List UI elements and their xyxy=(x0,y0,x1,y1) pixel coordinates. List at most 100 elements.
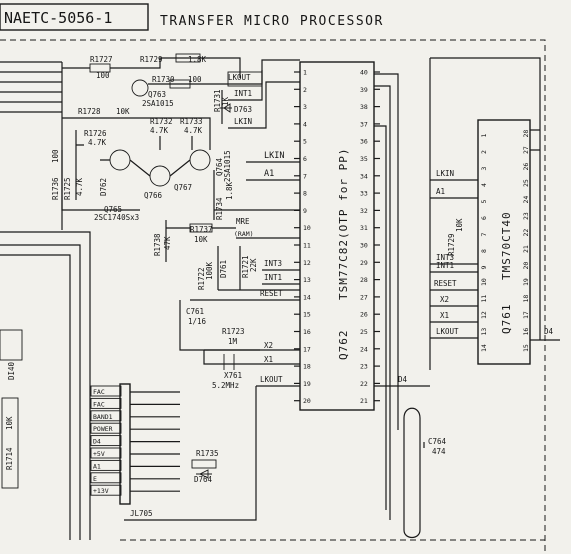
ic-q762-left-pin-13: 13 xyxy=(303,276,311,284)
r1726-value: 4.7K xyxy=(88,138,107,147)
r1714-label: R1714 xyxy=(5,447,14,470)
ic-q762-right-pin-24: 24 xyxy=(360,345,368,353)
connector-pin-box xyxy=(90,484,122,496)
q761-int3: INT3 xyxy=(436,253,454,262)
connector-pin-label: D4 xyxy=(93,438,101,446)
x761-value: 5.2MHz xyxy=(212,381,239,390)
ic-q762-right-pin-26: 26 xyxy=(360,311,368,319)
ic-q761-bottom-pin-7: 7 xyxy=(480,233,488,237)
ic-q761-top-pin-25: 25 xyxy=(522,179,530,187)
ic-q761-top-pin-28: 28 xyxy=(522,130,530,138)
net-lkout: LKOUT xyxy=(260,375,283,384)
connector-pin-label: POWER xyxy=(93,425,113,433)
r1729b-ref: R1729 xyxy=(447,233,456,256)
ic-q761-bottom-pin-9: 9 xyxy=(480,266,488,270)
ic-q762-left-pin-15: 15 xyxy=(303,311,311,319)
ic-q762-right-pin-31: 31 xyxy=(360,224,368,232)
r1738-ref: R1738 xyxy=(153,233,162,256)
d764-ref: D764 xyxy=(194,475,213,484)
q762-left-nets: LKIN A1 MRE (RAM) R1722 100K D761 R1721 … xyxy=(124,151,300,521)
q761-reset: RESET xyxy=(434,279,457,288)
ic-q762-left-pin-14: 14 xyxy=(303,293,311,301)
r1738-value: 47K xyxy=(163,236,172,250)
connector-pin-box xyxy=(90,385,122,397)
r1733-value: 4.7K xyxy=(184,126,203,135)
ic-q762-part: TSM77C82(OTP for PP) xyxy=(337,148,350,300)
r1725-ref: R1725 xyxy=(63,177,72,200)
ic-q761-top-pin-15: 15 xyxy=(522,344,530,352)
net-mre: MRE xyxy=(236,217,250,226)
q765-part: 2SC1740Sx3 xyxy=(94,213,139,222)
net-mre-note: (RAM) xyxy=(234,230,254,238)
ic-q762-left-pin-9: 9 xyxy=(303,207,307,215)
ic-q761-bottom-pin-14: 14 xyxy=(480,344,488,352)
d762-ref: D762 xyxy=(99,178,108,196)
r1725-value: 4.7K xyxy=(75,177,84,196)
r1723-ref: R1723 xyxy=(222,327,245,336)
ic-q761-top-pin-24: 24 xyxy=(522,196,530,204)
r1722-ref: R1722 xyxy=(197,267,206,290)
connector-pin-box xyxy=(90,447,122,459)
net-int1: INT1 xyxy=(264,273,282,282)
r1722-value: 100K xyxy=(205,261,214,280)
ic-q762-left-pin-17: 17 xyxy=(303,345,311,353)
connector-pin-label: FAC xyxy=(93,388,105,396)
r1736-value: 100 xyxy=(51,149,60,163)
r1729b-value: 10K xyxy=(455,218,464,232)
net-lkin: LKIN xyxy=(264,151,284,161)
ic-q762-right-pin-32: 32 xyxy=(360,207,368,215)
ic-q762-left-pin-1: 1 xyxy=(303,69,307,77)
q766-ref: Q766 xyxy=(144,191,163,200)
board-id: NAETC-5056-1 xyxy=(4,9,112,27)
left-fragment-label: DI40 xyxy=(7,361,16,380)
c764-value: 474 xyxy=(432,447,446,456)
ic-q762-left-pin-8: 8 xyxy=(303,190,307,198)
q761-lkout: LKOUT xyxy=(436,327,459,336)
ic-q762-left-pin-5: 5 xyxy=(303,138,307,146)
net-x1: X1 xyxy=(264,355,273,364)
net-int3: INT3 xyxy=(264,259,282,268)
r1735-ref: R1735 xyxy=(196,449,219,458)
ic-q762-left-pin-7: 7 xyxy=(303,172,307,180)
q764-ref: Q764 xyxy=(215,157,224,176)
ic-q761-bottom-pin-2: 2 xyxy=(480,150,488,154)
ic-q761-bottom-pin-5: 5 xyxy=(480,200,488,204)
connector-pin-box xyxy=(90,397,122,409)
net-lkout-top: LKOUT xyxy=(228,73,251,82)
r1726-ref: R1726 xyxy=(84,129,107,138)
r1731-ref: R1731 xyxy=(213,89,222,112)
x761-ref: X761 xyxy=(224,371,242,380)
q767-ref: Q767 xyxy=(174,183,192,192)
ic-q761-bottom-pin-13: 13 xyxy=(480,328,488,336)
q763-ref: Q763 xyxy=(148,90,166,99)
d763-ref: D763 xyxy=(234,105,252,114)
ic-q762-left-pin-16: 16 xyxy=(303,328,311,336)
connector-pin-label: +5V xyxy=(93,450,105,458)
r1731-value: 1K xyxy=(221,96,230,106)
ic-q762-left-pin-19: 19 xyxy=(303,380,311,388)
ic-q762: TSM77C82(OTP for PP) Q762 12345678910111… xyxy=(294,61,380,411)
d761-ref: D761 xyxy=(219,260,228,278)
r1737-ref: R1737 xyxy=(190,225,213,234)
left-bus: DI40 R1714 10K xyxy=(0,61,91,540)
connector-pin-box xyxy=(90,410,122,422)
ic-q762-left-pin-4: 4 xyxy=(303,120,307,128)
ic-q762-right-pin-33: 33 xyxy=(360,190,368,198)
ic-q762-right-pin-36: 36 xyxy=(360,138,368,146)
ic-q762-right-pin-30: 30 xyxy=(360,242,368,250)
r1723-value: 1M xyxy=(228,337,238,346)
connector-pin-label: FAC xyxy=(93,400,105,408)
ic-q761-top-pin-16: 16 xyxy=(522,328,530,336)
net-a1: A1 xyxy=(264,169,274,179)
sheet-title: TRANSFER MICRO PROCESSOR xyxy=(160,14,384,29)
q762-right-wiring: D4 C764 474 xyxy=(374,73,447,539)
ic-q762-right-pin-25: 25 xyxy=(360,328,368,336)
ic-q761-bottom-pin-1: 1 xyxy=(480,134,488,138)
connector-pin-label: A1 xyxy=(93,462,101,470)
ic-q762-left-pin-2: 2 xyxy=(303,86,307,94)
ic-q762-left-pin-3: 3 xyxy=(303,103,307,111)
connector-pin-label: +13V xyxy=(93,487,109,495)
connector-pin-box xyxy=(90,422,122,434)
r1727-ref: R1727 xyxy=(90,55,113,64)
